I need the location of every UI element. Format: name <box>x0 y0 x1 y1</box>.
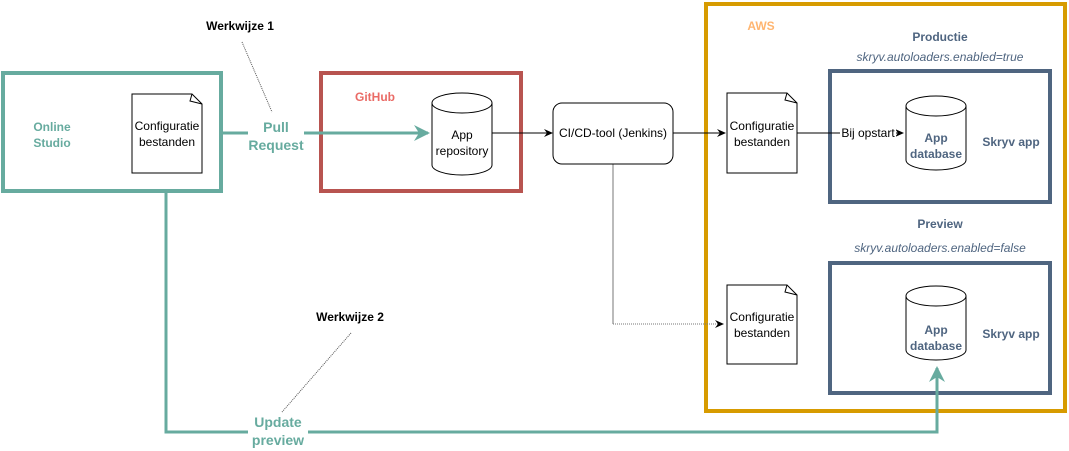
productie-title: Productie <box>912 30 968 44</box>
preview-skryv-app-label: Skryv app <box>982 327 1040 341</box>
pull-request-line1: Pull <box>263 119 289 135</box>
update-preview-line1: Update <box>248 413 308 431</box>
pull-request-edge-label[interactable]: Pull Request <box>248 118 304 154</box>
preview-setting: skryv.autoloaders.enabled=false <box>854 241 1026 255</box>
productie-app-database[interactable]: App database <box>906 130 966 162</box>
skryv-app-productie-container <box>828 69 1052 204</box>
preview-title: Preview <box>917 217 963 231</box>
werkwijze-1-leader <box>241 41 273 113</box>
config-files-line1: Configuratie <box>134 119 200 133</box>
update-preview-edge-label[interactable]: Update preview <box>248 413 308 449</box>
preview-config-line1: Configuratie <box>729 310 795 324</box>
productie-config-line2: bestanden <box>733 135 791 149</box>
app-repository[interactable]: App repository <box>432 127 492 159</box>
config-files-line2: bestanden <box>138 135 196 149</box>
productie-setting: skryv.autoloaders.enabled=true <box>856 50 1024 64</box>
skryv-app-preview-container <box>828 261 1052 395</box>
preview-app-database[interactable]: App database <box>906 322 966 354</box>
cylinder-app-database-preview <box>905 285 967 361</box>
cylinder-app-repository <box>431 92 493 176</box>
app-repository-line1: App <box>451 128 473 142</box>
github-label[interactable]: GitHub <box>355 90 395 104</box>
pull-request-line2: Request <box>248 137 304 153</box>
werkwijze-2-leader <box>281 332 352 413</box>
aws-label[interactable]: AWS <box>747 19 775 33</box>
productie-config-line1: Configuratie <box>729 119 795 133</box>
bij-opstart-edge-label: Bij opstart <box>840 126 896 140</box>
online-studio-config-files[interactable]: Configuratie bestanden <box>132 118 202 150</box>
preview-config-files[interactable]: Configuratie bestanden <box>727 309 797 341</box>
cicd-box <box>552 102 674 165</box>
cicd-tool-label[interactable]: CI/CD-tool (Jenkins) <box>558 126 668 140</box>
preview-config-line2: bestanden <box>733 326 791 340</box>
update-preview-edge <box>164 191 945 434</box>
preview-db-line1: App <box>924 323 948 337</box>
preview-db-line2: database <box>909 339 963 353</box>
aws-container <box>704 2 1067 413</box>
productie-skryv-app-label: Skryv app <box>982 135 1040 149</box>
productie-config-files[interactable]: Configuratie bestanden <box>727 118 797 150</box>
update-preview-line2: preview <box>248 431 308 449</box>
productie-db-line2: database <box>909 147 963 161</box>
werkwijze-2-annotation: Werkwijze 2 <box>316 310 384 324</box>
online-studio-label-line1: Online <box>33 120 71 134</box>
productie-db-line1: App <box>924 131 948 145</box>
cylinder-app-database-productie <box>905 95 967 171</box>
doc-shape-online-studio <box>131 93 203 174</box>
doc-shape-productie <box>726 92 798 174</box>
doc-shape-preview <box>726 284 798 365</box>
online-studio-label[interactable]: Online Studio <box>20 119 84 151</box>
app-repository-line2: repository <box>435 144 489 158</box>
online-studio-label-line2: Studio <box>33 136 71 150</box>
werkwijze-1-annotation: Werkwijze 1 <box>206 19 274 33</box>
